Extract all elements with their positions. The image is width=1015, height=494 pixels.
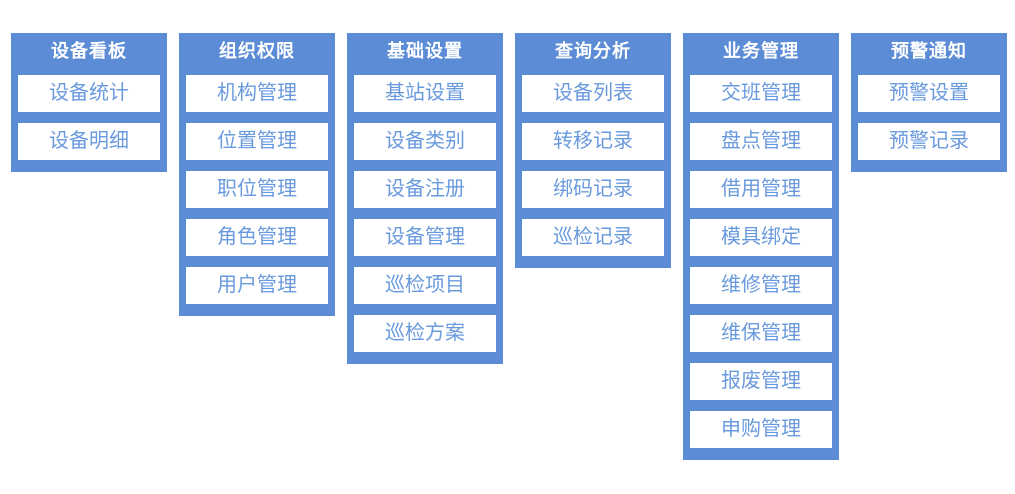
column-items: 基站设置设备类别设备注册设备管理巡检项目巡检方案 [354, 75, 496, 352]
menu-item[interactable]: 设备注册 [354, 171, 496, 208]
column-items: 预警设置预警记录 [858, 75, 1000, 160]
menu-column-3: 查询分析 设备列表转移记录绑码记录巡检记录 [515, 33, 671, 268]
menu-item[interactable]: 职位管理 [186, 171, 328, 208]
menu-item[interactable]: 维保管理 [690, 315, 832, 352]
menu-item[interactable]: 设备列表 [522, 75, 664, 112]
menu-item[interactable]: 设备类别 [354, 123, 496, 160]
menu-item[interactable]: 模具绑定 [690, 219, 832, 256]
column-items: 设备统计设备明细 [18, 75, 160, 160]
menu-item[interactable]: 报废管理 [690, 363, 832, 400]
menu-item[interactable]: 预警记录 [858, 123, 1000, 160]
column-header: 预警通知 [891, 41, 967, 61]
menu-item[interactable]: 用户管理 [186, 267, 328, 304]
menu-column-4: 业务管理 交班管理盘点管理借用管理模具绑定维修管理维保管理报废管理申购管理 [683, 33, 839, 460]
menu-item[interactable]: 设备管理 [354, 219, 496, 256]
column-items: 交班管理盘点管理借用管理模具绑定维修管理维保管理报废管理申购管理 [690, 75, 832, 448]
column-header: 基础设置 [387, 41, 463, 61]
menu-item[interactable]: 转移记录 [522, 123, 664, 160]
menu-item[interactable]: 预警设置 [858, 75, 1000, 112]
column-header: 组织权限 [219, 41, 295, 61]
menu-item[interactable]: 维修管理 [690, 267, 832, 304]
menu-item[interactable]: 设备明细 [18, 123, 160, 160]
menu-item[interactable]: 绑码记录 [522, 171, 664, 208]
menu-item[interactable]: 角色管理 [186, 219, 328, 256]
menu-column-0: 设备看板 设备统计设备明细 [11, 33, 167, 172]
menu-item[interactable]: 巡检记录 [522, 219, 664, 256]
menu-item[interactable]: 交班管理 [690, 75, 832, 112]
column-items: 设备列表转移记录绑码记录巡检记录 [522, 75, 664, 256]
menu-item[interactable]: 机构管理 [186, 75, 328, 112]
menu-column-5: 预警通知 预警设置预警记录 [851, 33, 1007, 172]
column-items: 机构管理位置管理职位管理角色管理用户管理 [186, 75, 328, 304]
menu-item[interactable]: 位置管理 [186, 123, 328, 160]
column-header: 设备看板 [51, 41, 127, 61]
menu-item[interactable]: 基站设置 [354, 75, 496, 112]
menu-item[interactable]: 借用管理 [690, 171, 832, 208]
menu-item[interactable]: 巡检项目 [354, 267, 496, 304]
menu-board: 设备看板 设备统计设备明细 组织权限 机构管理位置管理职位管理角色管理用户管理 … [11, 33, 1007, 460]
menu-column-1: 组织权限 机构管理位置管理职位管理角色管理用户管理 [179, 33, 335, 316]
column-header: 查询分析 [555, 41, 631, 61]
column-header: 业务管理 [723, 41, 799, 61]
menu-column-2: 基础设置 基站设置设备类别设备注册设备管理巡检项目巡检方案 [347, 33, 503, 364]
menu-item[interactable]: 盘点管理 [690, 123, 832, 160]
menu-item[interactable]: 设备统计 [18, 75, 160, 112]
menu-item[interactable]: 申购管理 [690, 411, 832, 448]
menu-item[interactable]: 巡检方案 [354, 315, 496, 352]
